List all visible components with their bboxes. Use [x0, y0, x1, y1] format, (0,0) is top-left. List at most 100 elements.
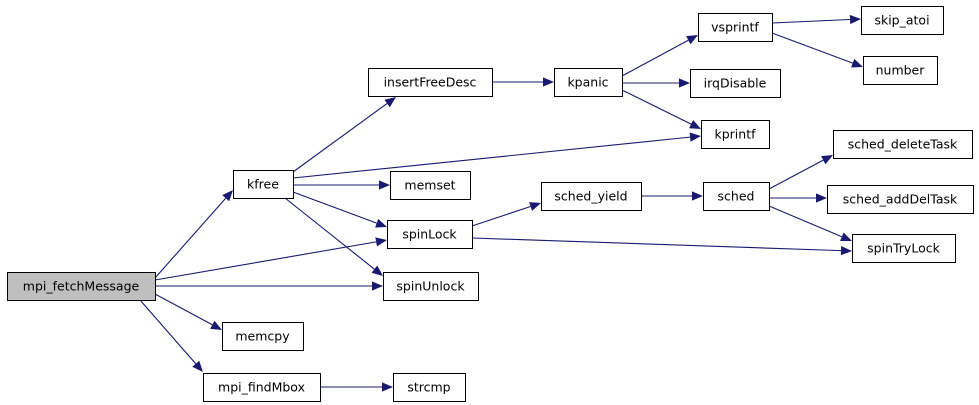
node-box[interactable]: [833, 130, 973, 159]
node-box[interactable]: [222, 322, 304, 351]
node-box[interactable]: [852, 234, 956, 263]
arrowhead-icon: [222, 190, 233, 202]
edge-line: [771, 18, 851, 24]
edge-mpi_fetchMessage-to-spinUnlock: [155, 281, 383, 291]
edge-line: [471, 205, 531, 227]
node-spinTryLock[interactable]: spinTryLock: [852, 234, 956, 263]
arrowhead-icon: [849, 14, 861, 25]
edge-line: [292, 136, 691, 179]
edge-insertFreeDesc-to-kpanic: [492, 77, 554, 87]
arrowhead-icon: [821, 155, 833, 165]
edge-line: [284, 197, 375, 270]
node-vsprintf[interactable]: vsprintf: [698, 13, 773, 42]
edge-sched-to-sched_addDelTask: [769, 193, 827, 203]
edge-line: [768, 159, 824, 190]
edge-line: [139, 299, 197, 365]
node-box[interactable]: [690, 69, 781, 98]
edge-line: [621, 89, 692, 125]
edge-line: [154, 197, 227, 279]
arrowhead-icon: [840, 232, 852, 241]
node-box[interactable]: [387, 220, 473, 249]
arrowhead-icon: [371, 265, 383, 276]
node-mpi_fetchMessage[interactable]: mpi_fetchMessage: [7, 272, 156, 301]
edge-kpanic-to-kprintf: [621, 89, 701, 129]
node-box[interactable]: [863, 56, 938, 85]
node-sched_addDelTask[interactable]: sched_addDelTask: [827, 185, 974, 214]
edge-kpanic-to-vsprintf: [621, 35, 698, 77]
arrowhead-icon: [384, 97, 396, 108]
node-kpanic[interactable]: kpanic: [554, 68, 623, 97]
node-box[interactable]: [701, 120, 770, 149]
edge-spinLock-to-spinTryLock: [471, 237, 852, 256]
arrowhead-icon: [543, 77, 554, 87]
arrowhead-icon: [379, 180, 390, 190]
edge-mpi_fetchMessage-to-mpi_findMbox: [139, 299, 203, 372]
node-skip_atoi[interactable]: skip_atoi: [861, 6, 944, 35]
edge-line: [154, 241, 377, 281]
arrowhead-icon: [692, 191, 703, 201]
arrowhead-icon: [851, 58, 863, 68]
arrowhead-icon: [689, 132, 701, 142]
arrowhead-icon: [529, 202, 541, 211]
edge-kfree-to-memset: [293, 180, 390, 190]
node-layer: mpi_fetchMessage kfree memcpy mpi_findMbox s…: [7, 6, 974, 402]
node-box[interactable]: [7, 272, 156, 301]
node-sched_deleteTask[interactable]: sched_deleteTask: [833, 130, 973, 159]
node-box[interactable]: [368, 68, 493, 97]
node-box[interactable]: [393, 373, 466, 402]
edge-mpi_fetchMessage-to-memcpy: [154, 293, 222, 330]
node-box[interactable]: [390, 171, 471, 200]
node-irqDisable[interactable]: irqDisable: [690, 69, 781, 98]
edge-sched-to-sched_deleteTask: [768, 155, 833, 190]
node-box[interactable]: [827, 185, 974, 214]
node-box[interactable]: [541, 182, 642, 211]
node-mpi_findMbox[interactable]: mpi_findMbox: [203, 373, 321, 402]
edge-mpi_fetchMessage-to-kfree: [154, 190, 233, 279]
arrowhead-icon: [679, 78, 690, 88]
node-box[interactable]: [861, 6, 944, 35]
node-kfree[interactable]: kfree: [233, 170, 294, 199]
edge-vsprintf-to-number: [771, 32, 863, 68]
node-insertFreeDesc[interactable]: insertFreeDesc: [368, 68, 493, 97]
node-box[interactable]: [698, 13, 773, 42]
arrowhead-icon: [375, 237, 387, 247]
edge-layer: [139, 14, 863, 392]
edge-kfree-to-spinUnlock: [284, 197, 383, 276]
edge-kfree-to-kprintf: [292, 132, 701, 179]
node-spinLock[interactable]: spinLock: [387, 220, 473, 249]
edge-sched-to-spinTryLock: [768, 205, 852, 241]
node-strcmp[interactable]: strcmp: [393, 373, 466, 402]
edge-sched_yield-to-sched: [641, 191, 703, 201]
edge-line: [768, 205, 843, 238]
node-memset[interactable]: memset: [390, 171, 471, 200]
node-box[interactable]: [554, 68, 623, 97]
node-box[interactable]: [383, 272, 479, 301]
node-spinUnlock[interactable]: spinUnlock: [383, 272, 479, 301]
edge-mpi_findMbox-to-strcmp: [320, 382, 393, 392]
node-kprintf[interactable]: kprintf: [701, 120, 770, 149]
node-box[interactable]: [703, 182, 770, 211]
node-sched_yield[interactable]: sched_yield: [541, 182, 642, 211]
arrowhead-icon: [210, 320, 222, 330]
node-box[interactable]: [203, 373, 321, 402]
arrowhead-icon: [375, 218, 387, 228]
node-memcpy[interactable]: memcpy: [222, 322, 304, 351]
edge-line: [621, 39, 689, 77]
edge-vsprintf-to-skip_atoi: [771, 14, 861, 25]
node-box[interactable]: [233, 170, 294, 199]
edge-mpi_fetchMessage-to-spinLock: [154, 237, 387, 281]
arrowhead-icon: [686, 35, 698, 45]
edge-line: [292, 103, 388, 173]
arrowhead-icon: [840, 246, 852, 256]
node-number[interactable]: number: [863, 56, 938, 85]
node-sched[interactable]: sched: [703, 182, 770, 211]
edge-kfree-to-spinLock: [292, 191, 387, 228]
edge-line: [292, 191, 377, 224]
edge-line: [471, 237, 842, 252]
edge-kfree-to-insertFreeDesc: [292, 97, 396, 173]
arrowhead-icon: [372, 281, 383, 291]
arrowhead-icon: [816, 193, 827, 203]
arrowhead-icon: [382, 382, 393, 392]
